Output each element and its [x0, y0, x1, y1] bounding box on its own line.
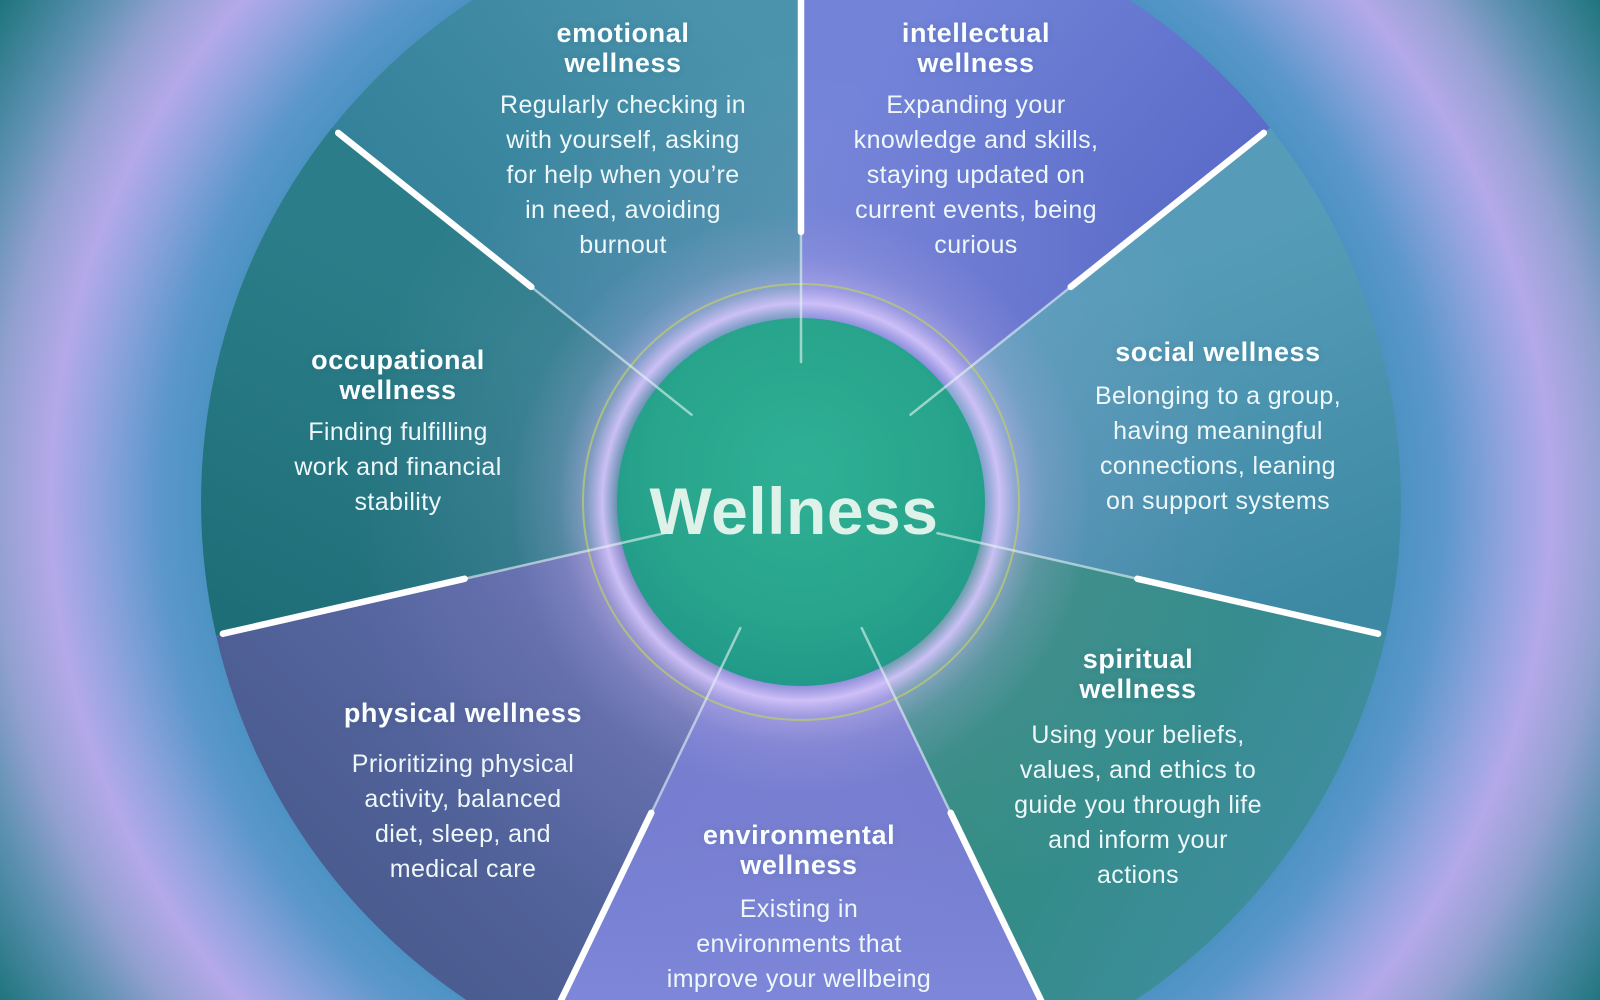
center-circle: [617, 318, 985, 686]
divider-lines: [219, 0, 1382, 1000]
